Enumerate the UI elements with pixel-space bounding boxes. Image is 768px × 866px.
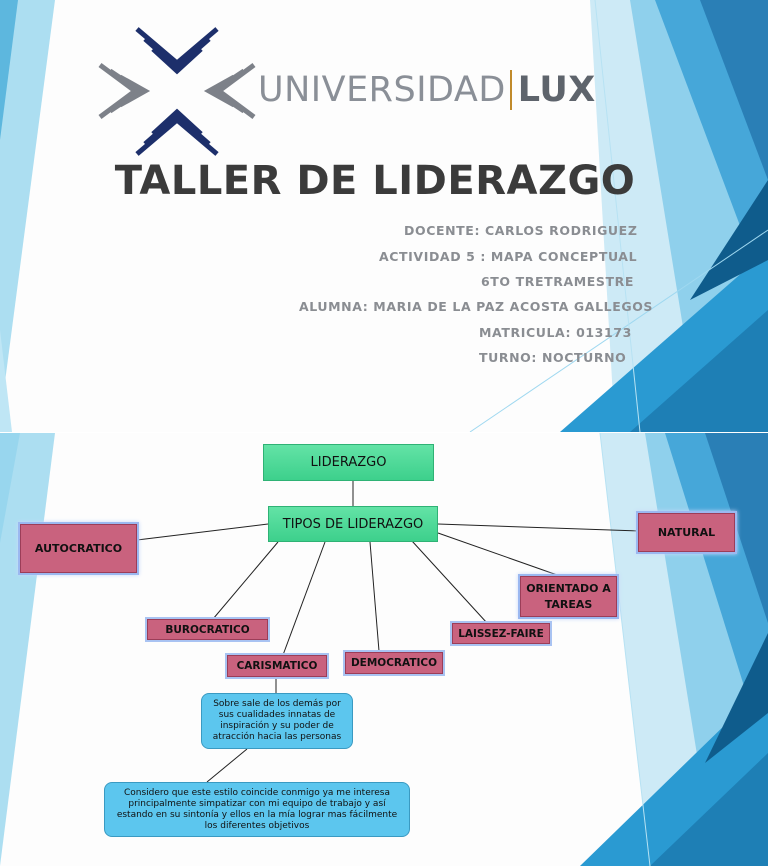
logo-text-universidad: UNIVERSIDAD (258, 70, 506, 110)
info-alumna: ALUMNA: MARIA DE LA PAZ ACOSTA GALLEGOS (299, 299, 654, 314)
page-title: TALLER DE LIDERAZGO (114, 158, 636, 204)
node-laissez-faire: LAISSEZ-FAIRE (452, 623, 550, 644)
connector-lines (136, 481, 639, 783)
logo-mark-icon (98, 27, 256, 156)
node-liderazgo: LIDERAZGO (263, 444, 434, 481)
logo-wordmark: UNIVERSIDAD LUX (258, 66, 596, 114)
node-carismatico: CARISMATICO (227, 655, 327, 677)
logo-separator (509, 70, 512, 110)
info-matricula: MATRICULA: 013173 (479, 325, 632, 340)
node-autocratico: AUTOCRATICO (20, 524, 137, 573)
node-orientado-a-tareas: ORIENTADO A TAREAS (520, 576, 617, 617)
note-reflexion-personal: Considero que este estilo coincide conmi… (104, 782, 410, 837)
note-carismatico-definicion: Sobre sale de los demás por sus cualidad… (201, 693, 353, 749)
info-turno: TURNO: NOCTURNO (479, 350, 627, 365)
concept-map-slide: LIDERAZGO TIPOS DE LIDERAZGO AUTOCRATICO… (0, 433, 768, 866)
info-periodo: 6TO TRETRAMESTRE (481, 274, 634, 289)
slide-decoration (0, 0, 768, 432)
node-democratico: DEMOCRATICO (345, 652, 443, 674)
info-docente: DOCENTE: CARLOS RODRIGUEZ (404, 223, 638, 238)
node-tipos-de-liderazgo: TIPOS DE LIDERAZGO (268, 506, 438, 542)
title-slide: UNIVERSIDAD LUX TALLER DE LIDERAZGO DOCE… (0, 0, 768, 432)
node-burocratico: BUROCRATICO (147, 619, 268, 640)
info-actividad: ACTIVIDAD 5 : MAPA CONCEPTUAL (379, 249, 638, 264)
node-natural: NATURAL (638, 513, 735, 552)
logo-text-lux: LUX (517, 70, 596, 110)
